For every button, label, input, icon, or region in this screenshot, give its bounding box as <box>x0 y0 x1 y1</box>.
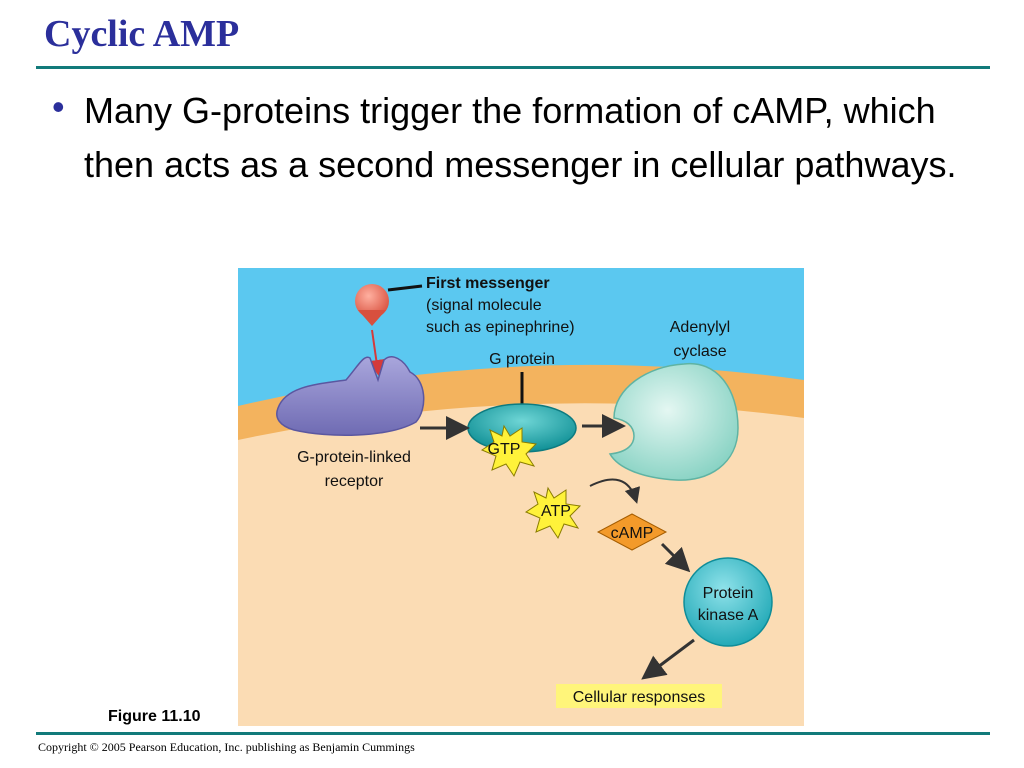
footer-rule <box>36 732 990 735</box>
cellular-responses-highlight <box>556 684 722 708</box>
signal-molecule-icon <box>355 284 389 326</box>
receptor-icon <box>276 356 425 437</box>
first-messenger-desc-2: such as epinephrine) <box>426 319 575 336</box>
adenylyl-cyclase-label-1: Adenylyl <box>670 319 730 336</box>
bullet-text: Many G-proteins trigger the formation of… <box>84 90 957 185</box>
first-messenger-desc-1: (signal molecule <box>426 297 542 314</box>
cellular-responses-label: Cellular responses <box>573 689 706 706</box>
copyright-footer: Copyright © 2005 Pearson Education, Inc.… <box>38 740 415 754</box>
protein-kinase-label-1: Protein <box>703 585 754 602</box>
receptor-label-1: G-protein-linked <box>297 449 411 466</box>
first-messenger-label: First messenger <box>426 275 550 292</box>
arrow-camp-to-kinase <box>660 542 691 573</box>
camp-pathway-figure: First messenger (signal molecule such as… <box>238 268 804 726</box>
gtp-label: GTP <box>488 441 521 458</box>
atp-label: ATP <box>541 503 571 520</box>
arrow-kinase-to-responses <box>641 638 695 680</box>
title-rule <box>36 66 990 69</box>
protein-kinase-icon <box>683 557 773 647</box>
arrow-atp-to-camp <box>589 478 641 504</box>
atp-burst-icon <box>524 486 582 540</box>
g-protein-label: G protein <box>489 351 555 368</box>
bullet-icon: • <box>52 86 65 127</box>
adenylyl-cyclase-label-2: cyclase <box>673 343 726 360</box>
figure-caption: Figure 11.10 <box>108 708 201 725</box>
protein-kinase-label-2: kinase A <box>698 607 759 624</box>
camp-diamond-icon <box>596 513 668 551</box>
signal-arrow <box>368 329 385 376</box>
receptor-label-2: receptor <box>325 473 384 490</box>
gtp-burst-icon <box>480 424 538 478</box>
slide-title: Cyclic AMP <box>44 13 240 55</box>
cytoplasm <box>238 403 804 726</box>
first-messenger-leader <box>387 284 423 292</box>
camp-label: cAMP <box>611 525 654 542</box>
